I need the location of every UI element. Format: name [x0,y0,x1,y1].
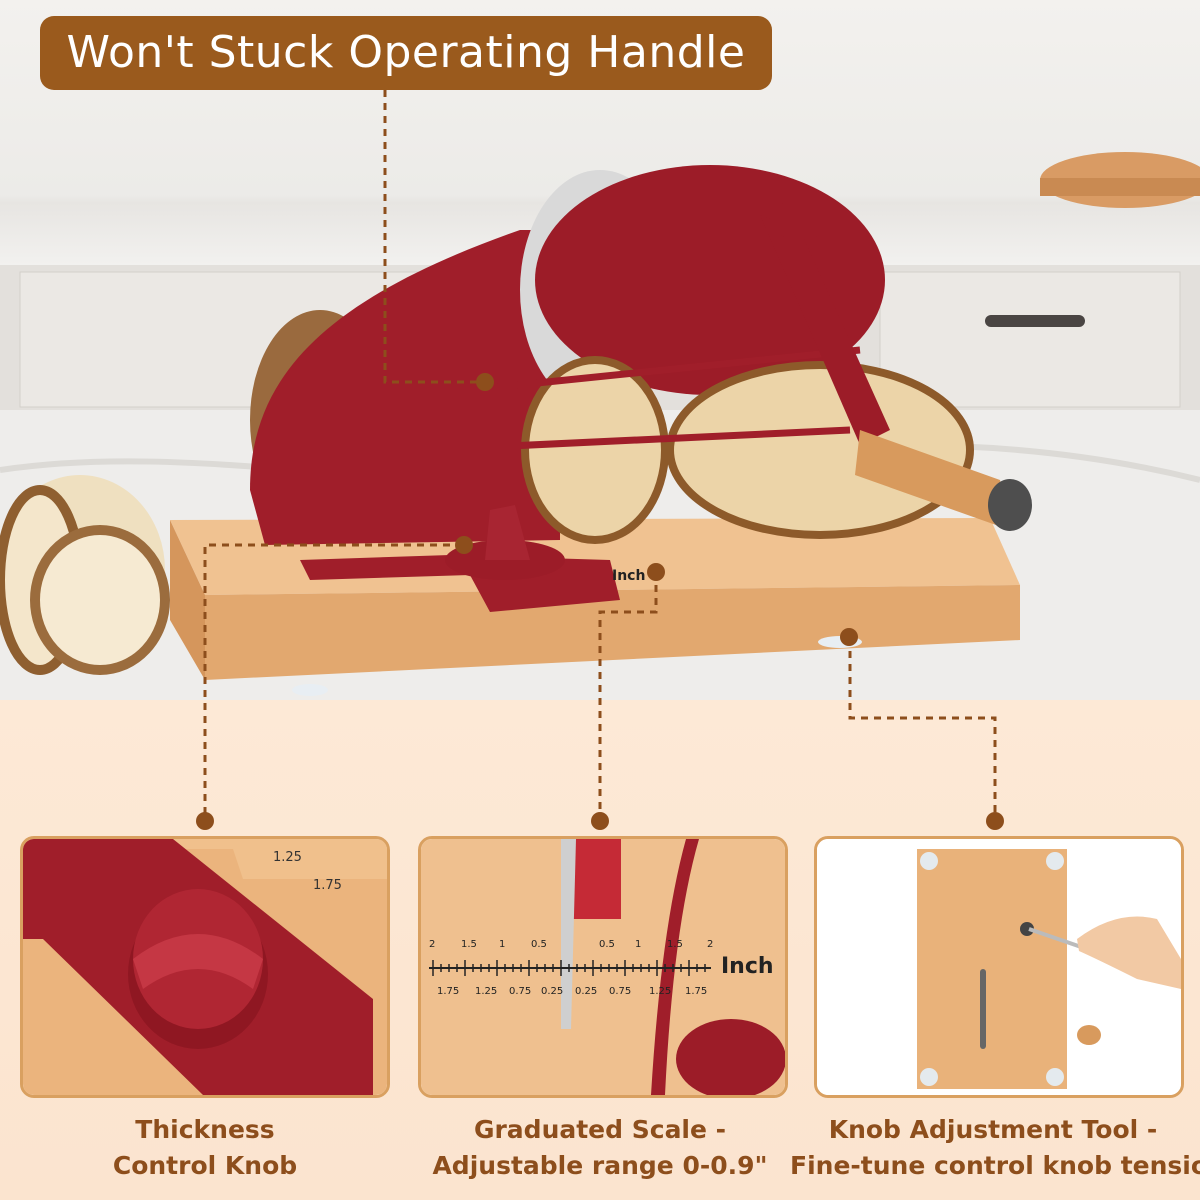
detail-card-tool [814,836,1184,1098]
scale-bottom-label: 1.75 [685,986,708,997]
detail-card-knob: 1.25 1.75 [20,836,390,1098]
scale-top-label: 0.5 [531,939,547,950]
svg-text:1.25: 1.25 [273,850,302,865]
scale-unit-label: Inch [721,954,774,979]
tool-closeup-image [817,839,1181,1095]
feature-dot-3 [986,812,1004,830]
scale-bottom-label: 1.25 [649,986,672,997]
callout-dot-knob [455,536,473,554]
hero-product-photo: Inch [0,0,1200,780]
scale-bottom-label: 0.25 [541,986,564,997]
caption-line: Thickness [135,1115,275,1144]
scale-top-label: 1 [499,939,506,950]
detail-card-scale: Inch 2 1.5 1 0.5 0.5 1 1.5 2 1.75 1.25 0… [418,836,788,1098]
scale-bottom-label: 0.75 [509,986,532,997]
feature-caption-scale: Graduated Scale - Adjustable range 0-0.9… [418,1112,782,1184]
feature-dot-2 [591,812,609,830]
scale-top-label: 1 [635,939,642,950]
callout-dot-scale [647,563,665,581]
scale-top-label: 1.5 [461,939,477,950]
callout-dot-handle [476,373,494,391]
scale-bottom-labels: 1.75 1.25 0.75 0.25 0.25 0.75 1.25 1.75 [423,986,723,1002]
scale-top-label: 2 [707,939,714,950]
feature-caption-knob: Thickness Control Knob [60,1112,350,1184]
feature-dot-1 [196,812,214,830]
caption-line: Knob Adjustment Tool - [828,1115,1158,1144]
scale-top-label: 0.5 [599,939,615,950]
scale-top-label: 2 [429,939,436,950]
feature-caption-tool: Knob Adjustment Tool - Fine-tune control… [790,1112,1200,1184]
svg-text:Inch: Inch [612,568,645,584]
knob-closeup-image: 1.25 1.75 [23,839,387,1095]
scale-closeup-image [421,839,785,1095]
headline-banner: Won't Stuck Operating Handle [40,16,772,90]
scale-top-label: 1.5 [667,939,683,950]
caption-line: Fine-tune control knob tension [790,1151,1200,1180]
callout-dot-base [840,628,858,646]
scale-bottom-label: 0.75 [609,986,632,997]
caption-line: Graduated Scale - [473,1115,727,1144]
bread-slicer-illustration: Inch [0,152,1200,780]
scale-bottom-label: 0.25 [575,986,598,997]
caption-line: Adjustable range 0-0.9" [432,1151,768,1180]
scale-top-labels: 2 1.5 1 0.5 0.5 1 1.5 2 [423,939,723,955]
svg-text:1.75: 1.75 [313,878,342,893]
scale-bottom-label: 1.25 [475,986,498,997]
caption-line: Control Knob [112,1151,298,1180]
scale-bottom-label: 1.75 [437,986,460,997]
